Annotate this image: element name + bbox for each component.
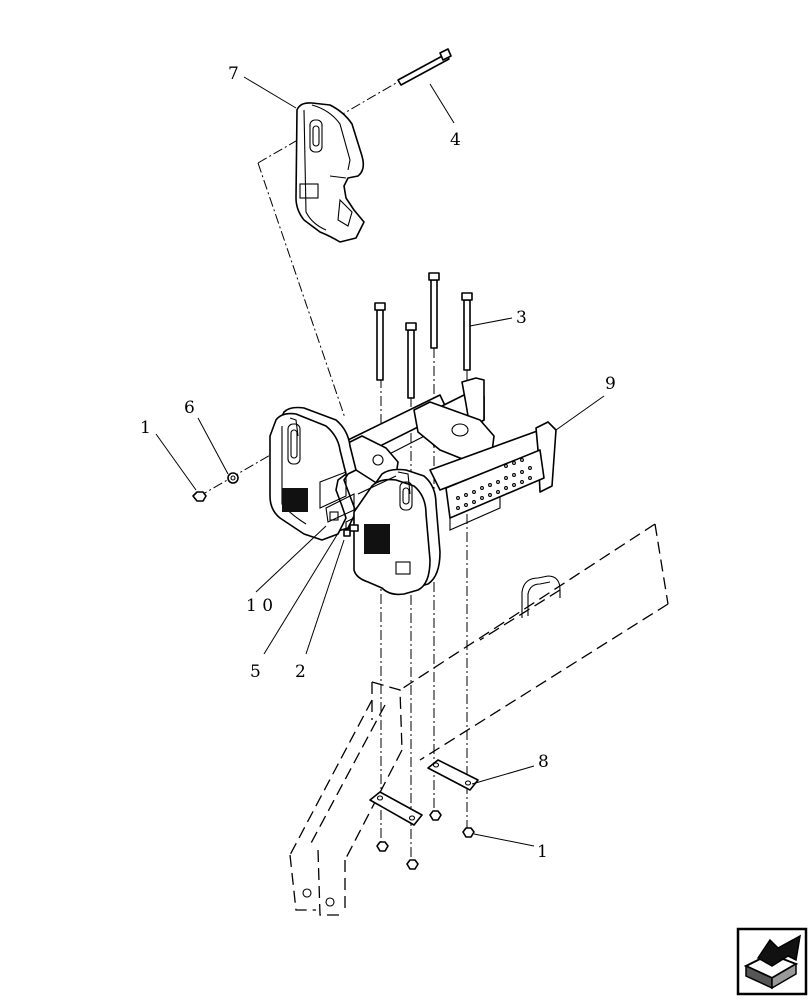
callout-4: 4 bbox=[450, 130, 461, 150]
next-page-arrow-icon[interactable] bbox=[736, 927, 808, 996]
callout-9: 9 bbox=[605, 374, 616, 394]
weight-stack-right bbox=[353, 468, 441, 596]
callout-1-right: 1 bbox=[537, 842, 548, 862]
callout-2: 2 bbox=[295, 662, 306, 682]
leader-lines bbox=[155, 76, 605, 847]
weight-bracket-9 bbox=[345, 377, 557, 531]
hole-row bbox=[456, 458, 532, 510]
nut-3c bbox=[429, 810, 442, 821]
callout-1-left: 1 bbox=[140, 418, 151, 438]
bolt-3b bbox=[405, 322, 417, 399]
callout-7: 7 bbox=[228, 64, 239, 84]
callout-8: 8 bbox=[538, 752, 549, 772]
phantom-frame bbox=[289, 523, 669, 916]
bolt-3c bbox=[428, 272, 440, 349]
bolt-3d bbox=[461, 292, 473, 371]
callout-6: 6 bbox=[184, 398, 195, 418]
bolts-3 bbox=[374, 272, 473, 399]
callouts: 7 4 3 9 6 1 1 0 5 2 8 1 bbox=[140, 64, 616, 862]
callout-3: 3 bbox=[516, 308, 527, 328]
callout-5: 5 bbox=[250, 662, 261, 682]
hardware bbox=[192, 472, 475, 870]
bolt-3a bbox=[374, 302, 386, 381]
nut-1-left bbox=[192, 491, 207, 502]
callout-10: 1 0 bbox=[246, 596, 273, 616]
spacer-plates-8 bbox=[369, 759, 479, 826]
suitcase-weight-7 bbox=[295, 102, 365, 243]
nut-3b bbox=[406, 859, 419, 870]
nut-1-right bbox=[462, 827, 475, 838]
nut-3a bbox=[376, 841, 389, 852]
washer-6 bbox=[227, 472, 239, 484]
long-bolt-4 bbox=[397, 48, 452, 86]
bolt-2 bbox=[343, 524, 359, 537]
weight-stack-left bbox=[269, 406, 357, 541]
